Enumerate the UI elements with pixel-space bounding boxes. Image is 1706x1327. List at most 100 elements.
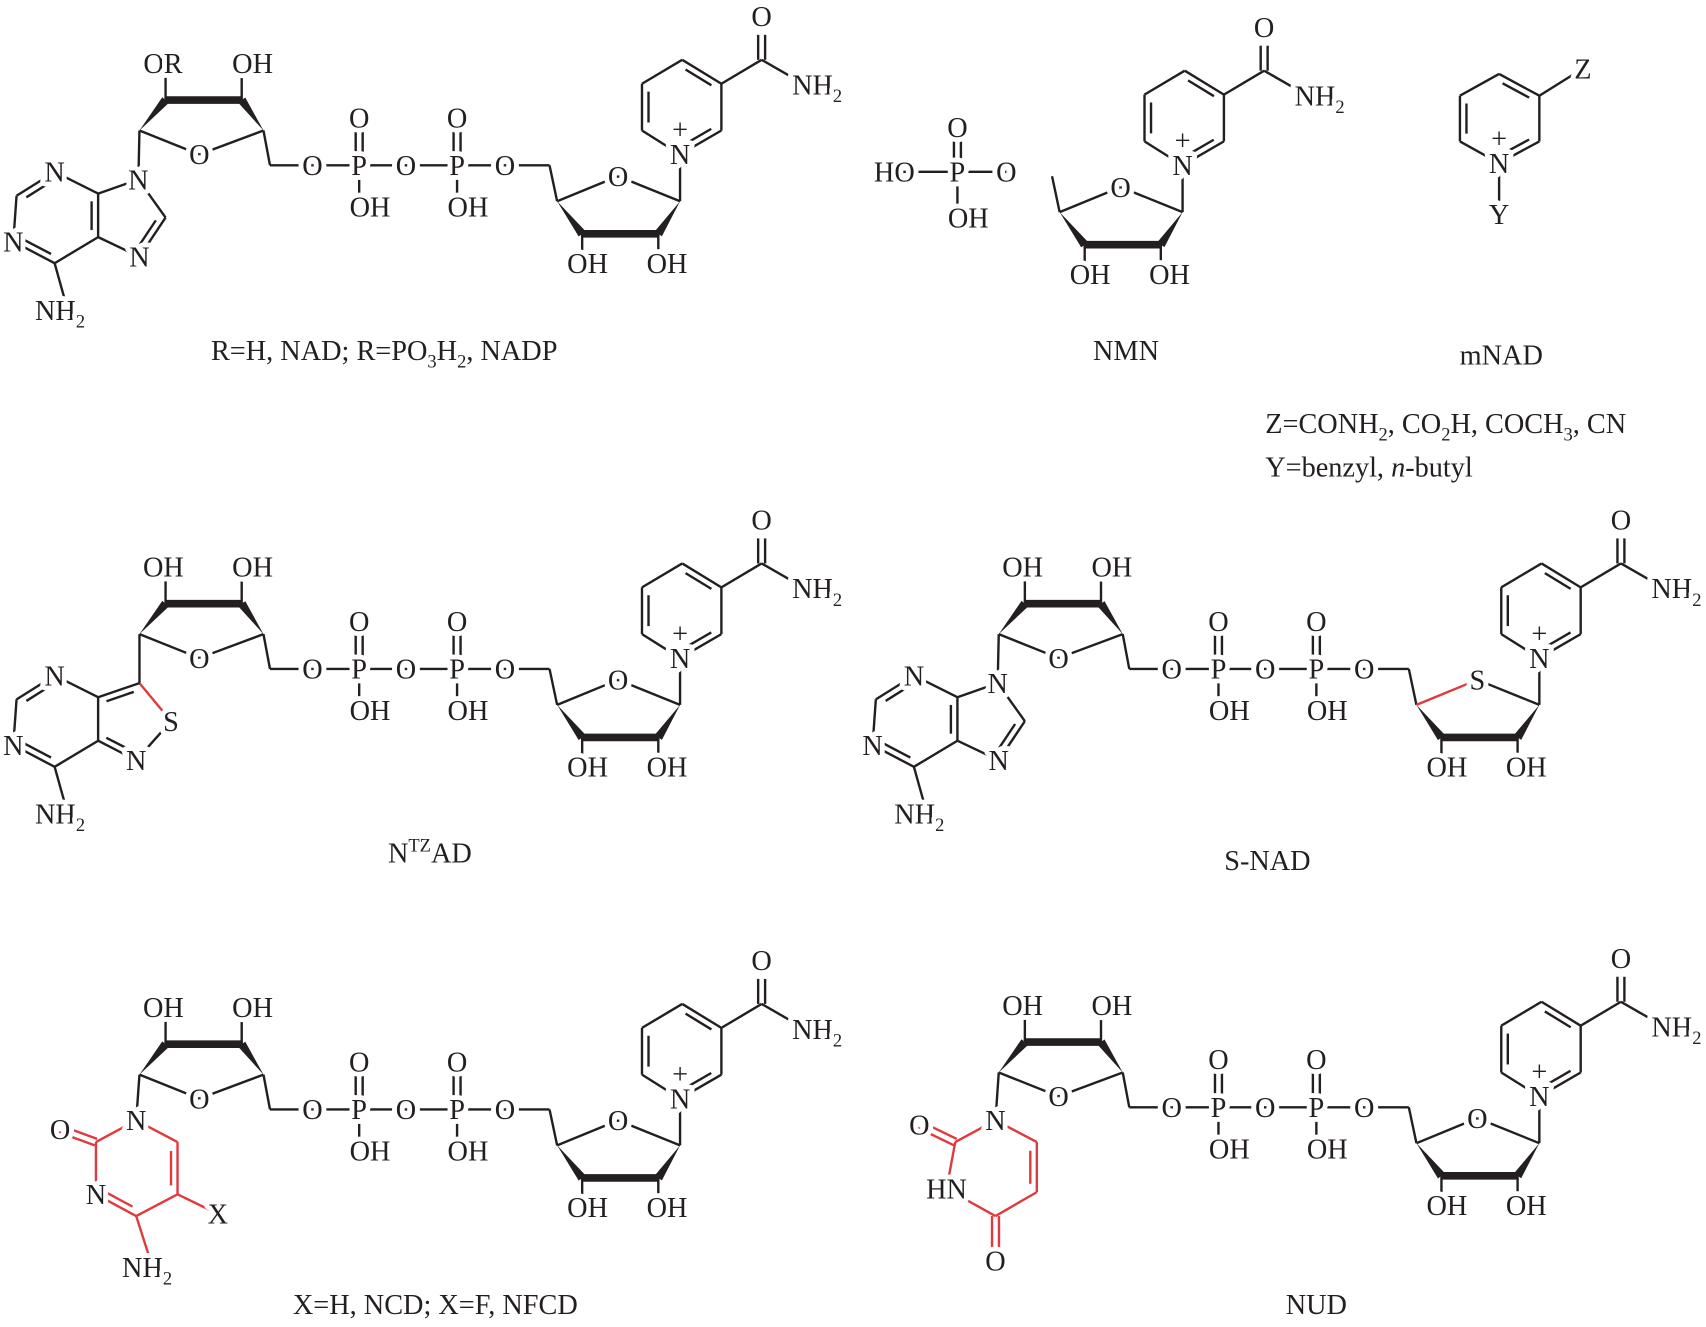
bond xyxy=(617,1119,681,1147)
bond xyxy=(957,681,999,699)
bond xyxy=(1407,1107,1418,1144)
atom-label-o: O xyxy=(302,655,322,686)
bond xyxy=(54,170,99,195)
atom-label-o: O xyxy=(608,666,628,697)
bond xyxy=(641,58,683,85)
bond xyxy=(681,562,723,589)
bond xyxy=(720,562,763,589)
bond xyxy=(683,1071,712,1090)
atom-label-n: N xyxy=(904,661,924,692)
atom-label-n: N xyxy=(1529,1082,1549,1113)
positive-charge: + xyxy=(672,619,688,650)
bond xyxy=(1540,1000,1582,1027)
atom-labels: N+ZY xyxy=(1484,49,1596,236)
wedge-bond xyxy=(1059,212,1089,248)
atom-label-p: P xyxy=(1308,655,1324,686)
wedge-bond xyxy=(139,600,169,635)
atom-label-oh: OH xyxy=(1426,753,1467,784)
atom-label-n: N xyxy=(126,746,146,777)
structure-caption: S-NAD xyxy=(1224,846,1310,877)
bonds xyxy=(917,976,1666,1261)
wedge-bond xyxy=(1416,704,1445,741)
wedge-bond xyxy=(654,1145,681,1181)
bond xyxy=(139,1073,200,1100)
atom-label-p: P xyxy=(449,1095,465,1126)
bond xyxy=(95,1193,137,1218)
bond xyxy=(882,742,911,759)
atom-label-oh: OH xyxy=(567,249,608,280)
atom-label-o: O xyxy=(1255,1093,1275,1124)
atom-label-oh: OH xyxy=(1307,696,1348,727)
atom-label-o: O xyxy=(608,162,628,193)
bond xyxy=(913,739,959,768)
bond xyxy=(684,68,713,87)
atom-label-o: O xyxy=(1254,13,1274,44)
atom-label-oh: OH xyxy=(143,993,184,1024)
bond xyxy=(945,1141,957,1190)
bond xyxy=(262,130,272,166)
structure-ncd: OOHOHNONNH2​XOPOPOOOOHOHOOHOHN+ONH2​X=H,… xyxy=(45,941,847,1321)
atom-label-oh: OH xyxy=(350,192,391,223)
bond xyxy=(617,175,681,203)
atom-label-nh2: NH2​ xyxy=(792,1015,842,1051)
substituent-note: Y=benzyl, n-butyl xyxy=(1265,452,1473,483)
structure-caption: NMN xyxy=(1093,336,1159,367)
bond xyxy=(994,1191,1038,1218)
atom-label-p: P xyxy=(1308,1093,1324,1124)
atom-label-o: O xyxy=(189,644,209,675)
bond xyxy=(875,674,915,701)
bond xyxy=(1459,140,1500,165)
atom-label-oh: OH xyxy=(232,49,273,80)
bond xyxy=(1476,1117,1540,1145)
atom-label-oh: OH xyxy=(350,696,391,727)
wedge-bond xyxy=(557,1145,586,1181)
bond xyxy=(25,180,53,199)
atom-label-n: N xyxy=(862,731,882,762)
atom-label-o: O xyxy=(447,1047,467,1078)
bond xyxy=(956,739,1000,762)
bond xyxy=(23,238,52,256)
atom-label-oh: OH xyxy=(567,753,608,784)
wedge-bond xyxy=(238,1041,264,1075)
atom-label-o: O xyxy=(1255,655,1275,686)
atom-label-n: N xyxy=(128,165,148,196)
bond xyxy=(681,58,723,85)
atom-label-o: O xyxy=(447,607,467,638)
atom-label-n: N xyxy=(129,242,149,273)
bond xyxy=(198,129,264,156)
positive-charge: + xyxy=(1531,619,1547,650)
bond xyxy=(996,682,1026,722)
positive-charge: + xyxy=(1531,1057,1547,1088)
bond xyxy=(105,1191,134,1208)
bond xyxy=(617,678,681,706)
atom-label-p: P xyxy=(351,655,367,686)
atom-label-z: Z xyxy=(1574,54,1591,85)
bonds xyxy=(12,34,806,311)
atom-label-o: O xyxy=(50,1115,70,1146)
bond xyxy=(12,699,18,746)
atom-label-o: O xyxy=(1161,1093,1181,1124)
bond xyxy=(1120,185,1184,214)
atom-label-x: X xyxy=(208,1200,228,1231)
bond xyxy=(1058,633,1124,660)
atom-label-p: P xyxy=(1211,655,1227,686)
bond xyxy=(872,744,915,768)
bond xyxy=(97,236,140,258)
atom-label-o: O xyxy=(751,506,771,537)
wedge-bond xyxy=(1416,1143,1445,1179)
bonds xyxy=(1458,67,1584,215)
bond xyxy=(1500,633,1540,660)
bond xyxy=(135,1215,154,1268)
bond xyxy=(761,1002,806,1031)
bond xyxy=(262,1074,272,1110)
atom-label-n: N xyxy=(1529,644,1549,675)
bonds xyxy=(58,978,806,1268)
bonds xyxy=(12,538,806,814)
positive-charge: + xyxy=(672,115,688,146)
bond xyxy=(97,681,140,699)
bond xyxy=(138,216,167,258)
